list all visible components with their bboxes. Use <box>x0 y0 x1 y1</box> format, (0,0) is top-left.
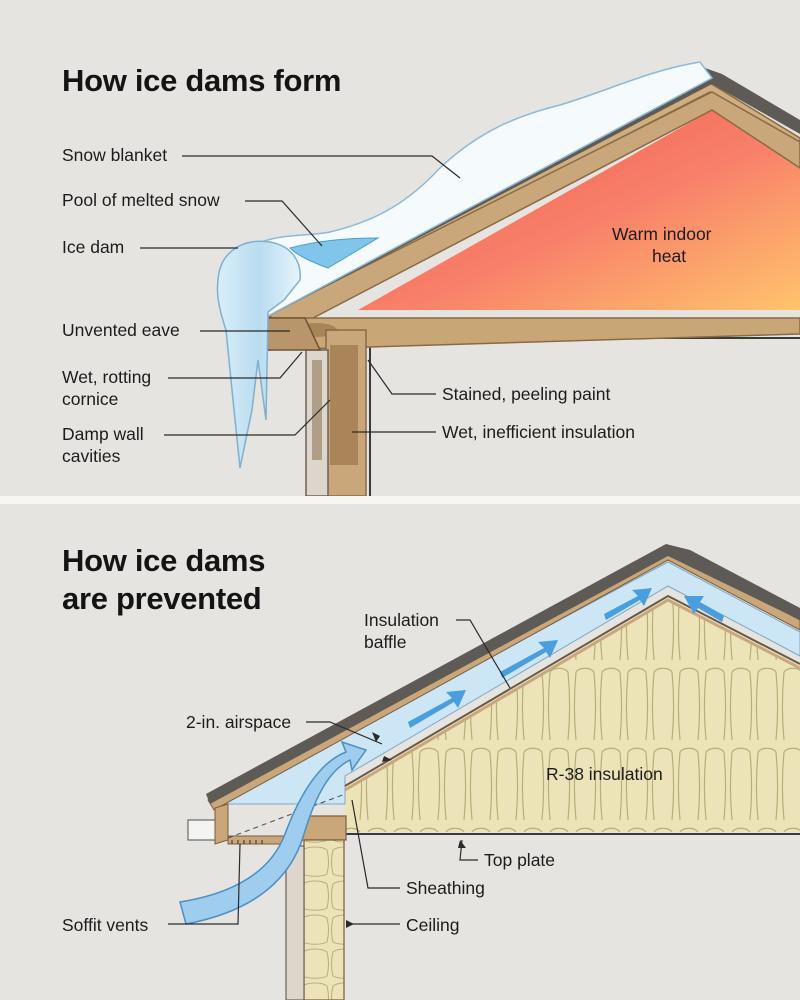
leader-lines <box>140 155 461 436</box>
ice-dam-prevention-panel: How ice dams are prevented Insulation ba… <box>0 504 800 1000</box>
label-pool-melted-snow: Pool of melted snow <box>62 190 220 210</box>
label-r38-insulation: R-38 insulation <box>546 764 663 784</box>
label-insulation-baffle-line2: baffle <box>364 632 407 652</box>
airspace-dim-arrow-bottom <box>382 756 392 762</box>
top-plate-arrowhead <box>458 840 466 848</box>
label-wet-insulation: Wet, inefficient insulation <box>442 422 635 442</box>
siding-stain <box>312 360 322 460</box>
label-unvented-eave: Unvented eave <box>62 320 180 340</box>
leader-pool <box>245 200 323 247</box>
panel-divider <box>0 496 800 504</box>
label-soffit-vents: Soffit vents <box>62 915 149 935</box>
label-sheathing: Sheathing <box>406 878 485 898</box>
warm-attic-area <box>358 110 800 310</box>
label-wet-cornice-line1: Wet, rotting <box>62 367 152 387</box>
ice-dam-formation-diagram <box>140 61 800 496</box>
bottom-panel-title-line1: How ice dams <box>62 543 266 578</box>
baffle-edge <box>344 598 800 792</box>
leader-top-plate <box>459 839 478 861</box>
leader-soffit <box>168 843 241 925</box>
insulation-baffle <box>344 594 800 787</box>
fascia <box>214 803 229 845</box>
gutter <box>187 819 219 841</box>
r38-insulation-batts <box>345 600 800 832</box>
leader-baffle <box>456 619 511 689</box>
airflow-arrow-4 <box>684 596 724 622</box>
label-top-plate: Top plate <box>484 850 556 870</box>
leader-sheathing <box>351 799 400 889</box>
airflow-arrow-3 <box>604 588 652 620</box>
roof-shingles <box>258 68 800 320</box>
leader-cornice <box>168 351 303 379</box>
ice-dam-formation-panel: How ice dams form Snow blanket Pool of m… <box>0 0 800 496</box>
meltwater-pool <box>289 237 380 269</box>
top-panel-title: How ice dams form <box>62 63 342 98</box>
leader-damp-wall <box>164 399 331 436</box>
airflow-intake-arrow <box>179 740 368 925</box>
airflow-arrow-2 <box>500 640 558 678</box>
label-snow-blanket: Snow blanket <box>62 145 168 165</box>
airspace-channel <box>214 561 800 805</box>
leader-snow-blanket <box>182 155 461 179</box>
airflow-arrow-1 <box>408 690 466 728</box>
ceiling-arrowhead <box>346 920 354 928</box>
label-stained-paint: Stained, peeling paint <box>442 384 611 404</box>
label-insulation-baffle-line1: Insulation <box>364 610 439 630</box>
label-ice-dam: Ice dam <box>62 237 125 257</box>
label-damp-wall-line1: Damp wall <box>62 424 144 444</box>
soffit-vent-slots <box>231 840 263 844</box>
leader-paint <box>367 359 436 395</box>
label-warm-indoor-line2: heat <box>652 246 687 266</box>
airflow-arrows <box>408 588 724 728</box>
label-warm-indoor-line1: Warm indoor <box>612 224 712 244</box>
ice-dam <box>216 240 301 469</box>
label-ceiling: Ceiling <box>406 915 460 935</box>
airflow-path-dashed <box>227 793 346 839</box>
label-wet-cornice-line2: cornice <box>62 389 119 409</box>
label-damp-wall-line2: cavities <box>62 446 121 466</box>
airspace-dim-arrow-top <box>372 732 380 742</box>
exterior-siding <box>285 845 305 1000</box>
damp-wall-stain <box>330 345 358 465</box>
bottom-panel-title-line2: are prevented <box>62 581 262 616</box>
leader-lines <box>168 619 511 925</box>
wall-insulation <box>303 839 345 1000</box>
ice-dam-prevention-diagram <box>168 544 800 1000</box>
interior-room <box>322 320 800 496</box>
label-airspace: 2-in. airspace <box>186 712 292 732</box>
leader-airspace <box>306 721 383 745</box>
